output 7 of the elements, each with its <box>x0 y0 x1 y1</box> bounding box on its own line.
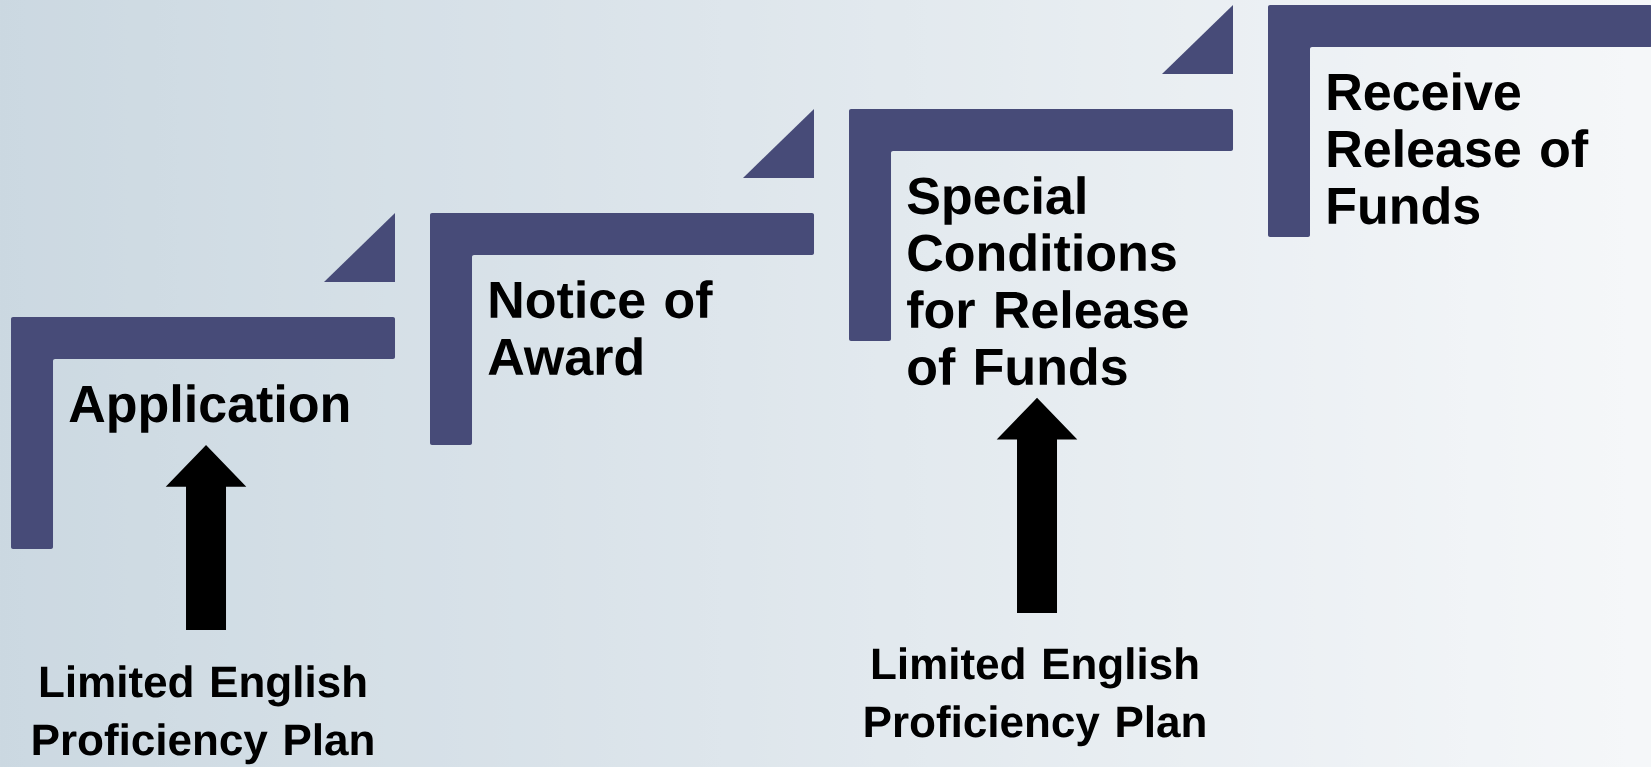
step-bracket: Application <box>11 317 395 549</box>
step-bracket: Special Conditions for Release of Funds <box>849 109 1233 386</box>
step-bracket: Receive Release of Funds <box>1268 5 1651 237</box>
plan-label: Limited English Proficiency Plan <box>865 647 1205 747</box>
node-label: of Funds <box>908 347 1127 386</box>
plan-label: Limited English Proficiency Plan <box>33 665 373 765</box>
step-bracket: Notice of Award <box>430 213 814 445</box>
